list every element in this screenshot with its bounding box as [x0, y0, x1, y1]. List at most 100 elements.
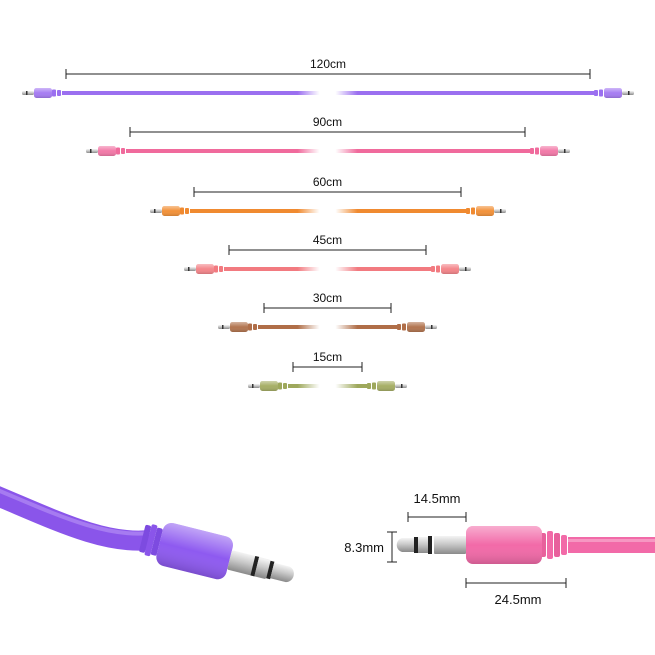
cable-graphic — [86, 146, 570, 156]
strain-relief-rib — [561, 535, 567, 555]
body-length-dimension — [465, 578, 567, 588]
cable-break-fade-right — [335, 265, 358, 273]
pink-plug-dimension-detail: 14.5mm 8.3mm 24.5mm — [344, 491, 655, 607]
plug-body-shine — [156, 522, 233, 580]
insulator-ring — [428, 536, 432, 554]
cable-break-fade-right — [335, 323, 358, 331]
plug-body-shine — [162, 206, 180, 216]
metal-ring — [418, 537, 428, 553]
insulator-ring — [252, 384, 254, 388]
insulator-ring — [401, 384, 403, 388]
strain-relief-rib — [402, 323, 406, 331]
cable-row-120cm: 120cm — [22, 57, 634, 98]
pink-cable-highlight — [568, 539, 655, 542]
strain-relief-rib — [214, 265, 218, 273]
tip-length-label: 14.5mm — [414, 491, 461, 506]
insulator-ring — [188, 267, 190, 271]
plug-tip — [150, 209, 162, 213]
strain-relief-rib — [599, 89, 603, 97]
plug-body-shine — [441, 264, 459, 274]
cable-break-fade-left — [297, 147, 320, 155]
strain-relief-rib — [367, 383, 371, 389]
plug-tip — [218, 325, 230, 329]
insulator-ring — [628, 91, 630, 95]
plug-body-shine — [466, 526, 542, 564]
cable-wire-left — [190, 209, 320, 213]
strain-relief-rib — [52, 89, 56, 97]
insulator-ring — [154, 209, 156, 213]
strain-relief-rib — [144, 524, 158, 557]
dimension-line — [129, 127, 526, 137]
plug-tip — [184, 267, 196, 271]
plug-body-shine — [476, 206, 494, 216]
cable-break-fade-left — [297, 382, 320, 390]
cable-break-fade-right — [335, 147, 358, 155]
strain-relief-rib — [185, 208, 189, 214]
cable-break-fade-left — [297, 265, 320, 273]
cable-graphic — [22, 88, 634, 98]
cable-wire-right — [335, 149, 530, 153]
insulator-ring — [222, 325, 224, 329]
insulator-ring — [465, 267, 467, 271]
strain-relief-rib — [180, 207, 184, 215]
strain-relief-rib — [57, 90, 61, 96]
plug-diameter-label: 8.3mm — [344, 540, 384, 555]
length-label: 15cm — [313, 350, 342, 364]
strain-relief-rib — [248, 323, 252, 331]
dimension-line — [263, 303, 392, 313]
strain-relief-rib — [116, 147, 120, 155]
cable-break-fade-right — [335, 207, 358, 215]
cable-graphic — [150, 206, 506, 216]
cable-row-45cm: 45cm — [184, 233, 471, 274]
strain-relief-rib — [547, 531, 553, 559]
purple-plug-closeup — [0, 486, 294, 583]
plug-body-shine — [260, 381, 278, 391]
cable-break-fade-left — [297, 207, 320, 215]
dimension-line — [228, 245, 427, 255]
length-label: 45cm — [313, 233, 342, 247]
cable-wire-right — [335, 267, 431, 271]
insulator-ring — [90, 149, 92, 153]
insulator-ring — [266, 560, 275, 580]
cable-break-fade-left — [297, 89, 320, 97]
strain-relief-rib — [530, 148, 534, 154]
strain-relief-rib — [431, 266, 435, 272]
length-label: 120cm — [310, 57, 346, 71]
strain-relief-rib — [535, 147, 539, 155]
length-label: 90cm — [313, 115, 342, 129]
plug-diameter-dimension — [387, 531, 397, 563]
plug-tip — [270, 562, 294, 583]
insulator-ring — [250, 555, 260, 577]
plug-tip — [396, 538, 414, 552]
plug-tip — [248, 384, 260, 388]
tip-length-dimension — [407, 512, 467, 522]
dimension-line — [193, 187, 462, 197]
insulator-ring — [414, 537, 418, 553]
cable-row-15cm: 15cm — [248, 350, 407, 391]
strain-relief-rib — [372, 382, 376, 390]
body-length-label: 24.5mm — [495, 592, 542, 607]
insulator-ring — [564, 149, 566, 153]
strain-relief-rib — [471, 207, 475, 215]
cable-wire-left — [126, 149, 320, 153]
cable-row-60cm: 60cm — [150, 175, 506, 216]
cable-wire-left — [224, 267, 320, 271]
cable-graphic — [184, 264, 471, 274]
plug-body-shine — [407, 322, 425, 332]
cable-graphic — [248, 381, 407, 391]
insulator-ring — [431, 325, 433, 329]
plug-body-shine — [604, 88, 622, 98]
plug-tip — [22, 91, 34, 95]
plug-body-shine — [540, 146, 558, 156]
plug-tip — [86, 149, 98, 153]
insulator-ring — [500, 209, 502, 213]
insulator-ring — [26, 91, 28, 95]
plug-body-shine — [98, 146, 116, 156]
strain-relief-rib — [554, 533, 560, 557]
strain-relief-rib — [253, 324, 257, 330]
cable-break-fade-right — [335, 89, 358, 97]
strain-relief-rib — [139, 524, 152, 553]
cable-wire-left — [62, 91, 320, 95]
cable-row-30cm: 30cm — [218, 291, 437, 332]
